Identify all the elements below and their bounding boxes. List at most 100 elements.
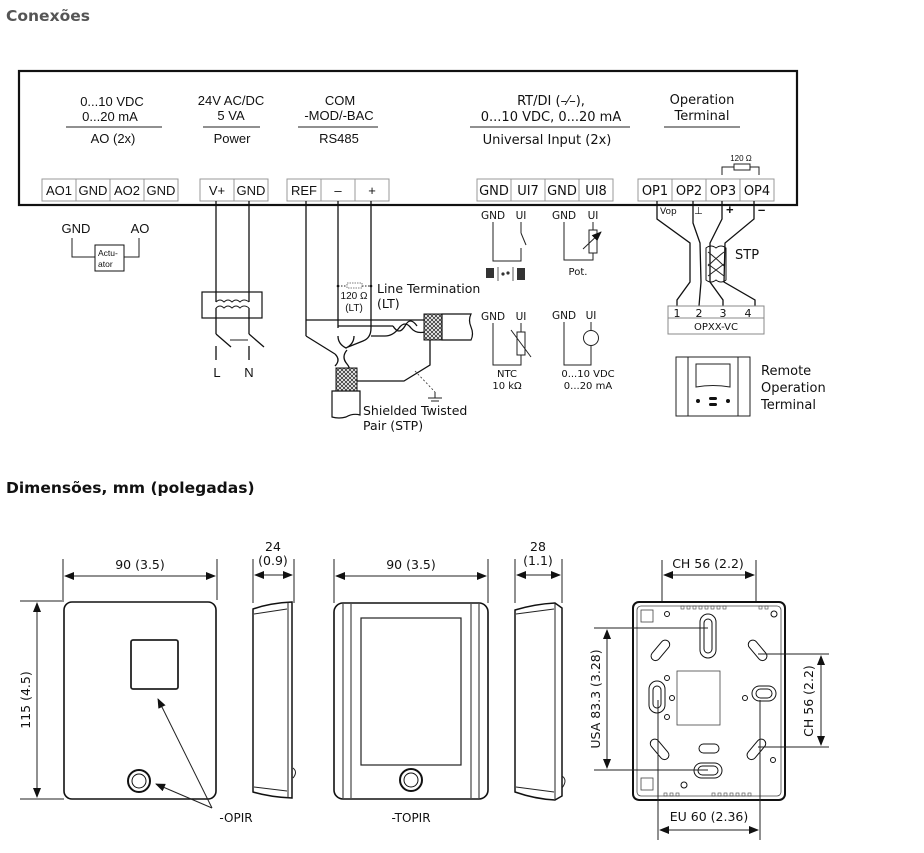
connections-heading: Conexões xyxy=(6,7,90,25)
power-l-label: L xyxy=(213,365,220,380)
group-rs485-line1: COM xyxy=(325,93,355,108)
device-side-topir xyxy=(514,602,563,801)
terminal-ui7: UI7 xyxy=(517,184,539,199)
terminal-strip-rs485: REF – + xyxy=(286,178,390,202)
op-signal-plus: + xyxy=(726,202,734,217)
stp-label-line2: Pair (STP) xyxy=(363,418,423,433)
ui-caption: Pot. xyxy=(569,267,588,278)
terminal-gnd: GND xyxy=(237,183,266,198)
opxx-vc-label: OPXX-VC xyxy=(694,322,738,333)
dim-width-label: 90 (3.5) xyxy=(386,557,436,572)
terminal-ui8: UI8 xyxy=(585,184,607,199)
terminal-op4: OP4 xyxy=(744,184,770,199)
pir-sensor-icon xyxy=(127,769,151,793)
group-power-line1: 24V AC/DC xyxy=(198,93,264,108)
group-op-line2: Terminal xyxy=(674,109,730,124)
terminal-gnd: GND xyxy=(547,184,577,199)
ui-gnd-label: GND xyxy=(552,210,576,222)
op-cable: Vop ⊥ + – STP 1 2 3 4 OPXX-VC xyxy=(656,201,765,335)
terminal-ao1: AO1 xyxy=(46,183,72,198)
op-pin: 2 xyxy=(696,307,703,320)
group-ui-label: Universal Input (2x) xyxy=(483,133,612,148)
terminal-gnd: GND xyxy=(479,184,509,199)
group-ao: 0...10 VDC 0...20 mA AO (2x) xyxy=(66,94,162,146)
group-rs485-line2: -MOD/-BAC xyxy=(304,108,373,123)
dim-back-left: USA 83.3 (3.28) xyxy=(588,649,603,748)
power-transformer: L N xyxy=(201,201,265,380)
dim-depth-line1: 28 xyxy=(530,539,546,554)
ui-caption-1: NTC xyxy=(497,369,517,380)
remote-terminal-line2: Operation xyxy=(761,381,826,396)
ui-example-source: GND UI 0...10 VDC 0...20 mA xyxy=(552,310,615,392)
group-ao-label: AO (2x) xyxy=(91,131,136,146)
resistor-icon xyxy=(733,163,751,171)
source-icon xyxy=(583,330,599,346)
display-window xyxy=(130,639,179,690)
ui-gnd-label: GND xyxy=(481,210,505,222)
op-signal-gnd: ⊥ xyxy=(694,206,703,217)
ui-caption-1: 0...10 VDC xyxy=(561,369,614,380)
terminal-op2: OP2 xyxy=(676,184,702,199)
group-ao-line1: 0...10 VDC xyxy=(80,94,144,109)
ui-example-potentiometer: GND UI Pot. xyxy=(552,210,602,278)
dimension-front-topir: 90 (3.5) -TOPIR xyxy=(333,557,489,825)
actuator-box-line1: Actu- xyxy=(98,248,118,258)
remote-terminal-line3: Terminal xyxy=(760,398,816,413)
occupancy-icons xyxy=(486,267,525,281)
group-power: 24V AC/DC 5 VA Power xyxy=(198,93,264,146)
dim-depth-line2: (0.9) xyxy=(258,553,288,568)
op-pin: 4 xyxy=(745,307,752,320)
ui-gnd-label: GND xyxy=(481,311,505,323)
ui-ui-label: UI xyxy=(516,210,527,222)
model-label-topir: -TOPIR xyxy=(391,811,430,825)
ui-ui-label: UI xyxy=(586,310,597,322)
potentiometer-icon xyxy=(588,229,598,254)
terminal-gnd: GND xyxy=(147,183,176,198)
ui-gnd-label: GND xyxy=(552,310,576,322)
op-pin: 3 xyxy=(720,307,727,320)
ui-example-ntc: GND UI NTC 10 kΩ xyxy=(481,311,532,392)
lt-label-line1: Line Termination xyxy=(377,281,480,296)
rs485-wiring: 120 Ω (LT) Line Termination (LT) Shielde… xyxy=(305,201,480,433)
group-ui-line1: RT/DI (–⁄–), xyxy=(517,94,585,109)
actuator-box xyxy=(94,244,125,272)
terminal-strip-ao: AO1 GND AO2 GND xyxy=(41,178,179,202)
group-rs485: COM -MOD/-BAC RS485 xyxy=(298,93,378,146)
dimension-side-opir: 24 (0.9) xyxy=(252,539,296,799)
group-power-label: Power xyxy=(214,131,252,146)
actuator-gnd-label: GND xyxy=(62,221,91,236)
group-op-line1: Operation xyxy=(670,93,735,108)
op-stp-label: STP xyxy=(735,248,759,263)
terminal-vplus: V+ xyxy=(209,183,225,198)
terminal-strip-op: OP1 OP2 OP3 OP4 120 Ω xyxy=(637,154,775,202)
actuator-box-line2: ator xyxy=(98,259,113,269)
ui-caption-2: 0...20 mA xyxy=(564,381,613,392)
remote-terminal-icon: Remote Operation Terminal xyxy=(675,356,826,417)
dimension-side-topir: 28 (1.1) xyxy=(514,539,566,801)
presence-icon xyxy=(501,272,505,276)
device-side-opir xyxy=(252,601,293,799)
power-n-label: N xyxy=(244,365,253,380)
touch-display xyxy=(360,617,462,766)
window-icon xyxy=(517,268,525,280)
dim-width-label: 90 (3.5) xyxy=(115,557,165,572)
dim-back-bottom: EU 60 (2.36) xyxy=(670,809,749,824)
dim-depth-line1: 24 xyxy=(265,539,281,554)
group-universal-input: RT/DI (–⁄–), 0...10 VDC, 0...20 mA Unive… xyxy=(470,94,630,148)
group-ao-line2: 0...20 mA xyxy=(82,109,138,124)
terminal-plus: + xyxy=(368,183,376,198)
remote-terminal-line1: Remote xyxy=(761,364,811,379)
group-rs485-label: RS485 xyxy=(319,131,359,146)
dimension-back-plate: CH 56 (2.2) USA 83.3 (3.28) xyxy=(588,556,829,840)
terminal-strip-power: V+ GND xyxy=(199,178,269,202)
terminal-op1: OP1 xyxy=(642,184,668,199)
terminal-ref: REF xyxy=(291,183,317,198)
terminal-minus: – xyxy=(334,183,342,198)
op-signal-vop: Vop xyxy=(660,207,677,217)
lt-label-line2: (LT) xyxy=(377,296,400,311)
lt-resistor-line2: (LT) xyxy=(345,303,363,314)
terminal-ao2: AO2 xyxy=(114,183,140,198)
ui-ui-label: UI xyxy=(588,210,599,222)
lt-resistor-line1: 120 Ω xyxy=(341,291,368,302)
terminal-gnd: GND xyxy=(79,183,108,198)
